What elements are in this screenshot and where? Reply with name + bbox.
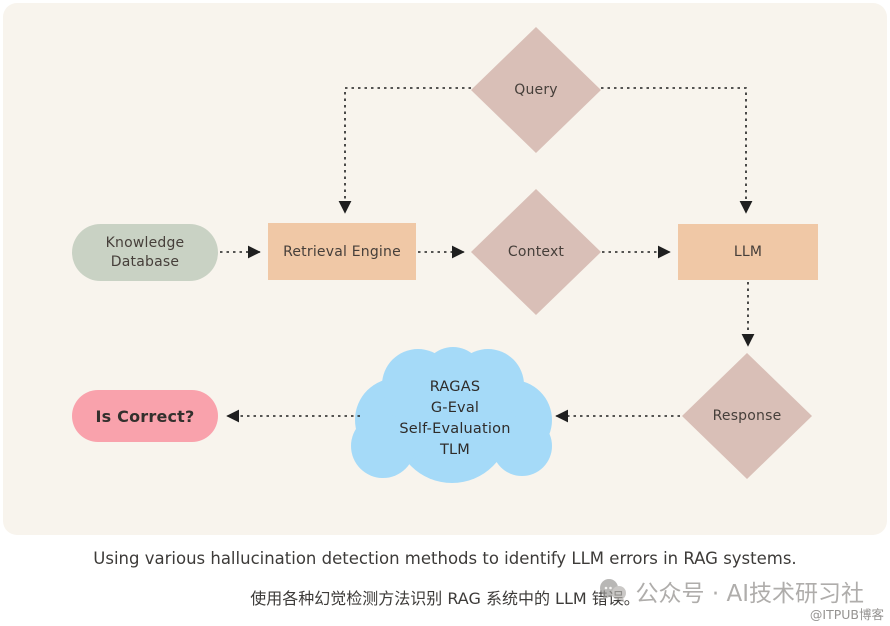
detector-selfeval: Self-Evaluation: [399, 421, 511, 437]
node-response-label: Response: [712, 408, 782, 424]
node-retrieval-engine: Retrieval Engine: [268, 223, 416, 280]
knowledge-line1: Knowledge: [105, 234, 185, 251]
detector-geval: G-Eval: [430, 400, 480, 416]
site-badge: @ITPUB博客: [809, 607, 884, 622]
node-knowledge-database-label: Knowledge Database: [106, 234, 185, 272]
detector-tlm: TLM: [439, 442, 471, 458]
caption-english: Using various hallucination detection me…: [93, 549, 797, 568]
node-llm-label: LLM: [733, 244, 763, 260]
node-is-correct: Is Correct?: [72, 390, 218, 442]
caption-chinese: 使用各种幻觉检测方法识别 RAG 系统中的 LLM 错误。: [250, 589, 640, 608]
node-retrieval-engine-label: Retrieval Engine: [283, 243, 401, 260]
node-knowledge-database: Knowledge Database: [72, 224, 218, 281]
node-context-label: Context: [507, 244, 565, 260]
node-query-label: Query: [514, 82, 558, 98]
knowledge-line2: Database: [110, 253, 180, 270]
node-is-correct-label: Is Correct?: [95, 406, 195, 426]
watermark: 公众号 · AI技术研习社: [598, 574, 864, 608]
node-llm: LLM: [678, 224, 818, 280]
node-detectors-label: RAGAS G-Eval Self-Evaluation TLM: [372, 377, 538, 461]
watermark-text: 公众号 · AI技术研习社: [635, 581, 864, 607]
detector-ragas: RAGAS: [429, 379, 481, 395]
chat-bubbles-icon: [599, 579, 626, 603]
